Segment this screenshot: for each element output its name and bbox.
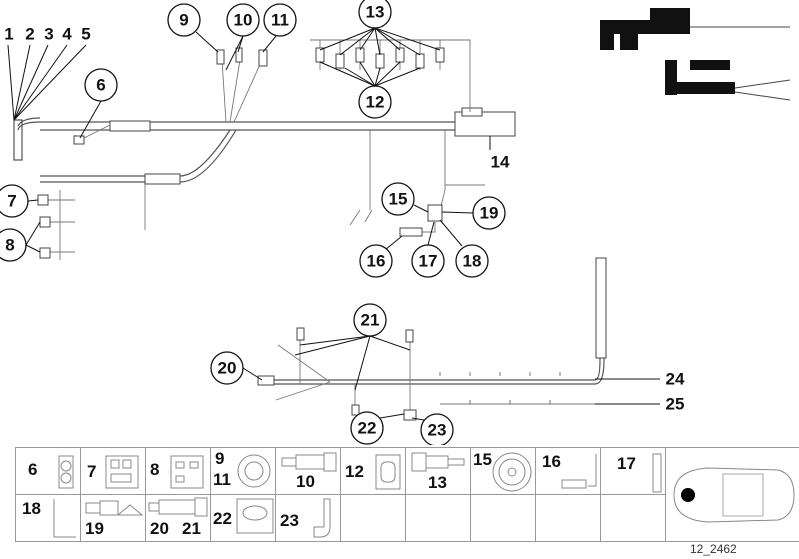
legend-cell-empty — [471, 495, 536, 542]
callout-10[interactable]: 10 — [226, 3, 260, 37]
svg-text:10: 10 — [234, 11, 253, 30]
corrugated-sleeve — [144, 173, 181, 185]
svg-text:19: 19 — [480, 204, 499, 223]
legend-cell-empty — [601, 495, 666, 542]
part-label-24: 24 — [666, 370, 685, 389]
svg-text:8: 8 — [5, 236, 14, 255]
svg-text:12: 12 — [366, 93, 385, 112]
lower-harness — [257, 257, 607, 421]
legend-cell-12[interactable]: 12 — [341, 448, 406, 495]
connector-icon — [561, 454, 597, 489]
svg-text:23: 23 — [428, 421, 447, 440]
wiring-harness-diagram: 1 2 3 4 5 14 24 25 6 7 8 9 10 11 12 13 1… — [0, 0, 791, 445]
callout-13[interactable]: 13 — [358, 0, 392, 29]
svg-text:17: 17 — [419, 252, 438, 271]
callout-8[interactable]: 8 — [0, 228, 27, 262]
part-label-4: 4 — [62, 25, 72, 44]
connector-icon — [652, 453, 662, 493]
legend-cell-23[interactable]: 23 — [276, 495, 341, 542]
bracket-icon — [53, 499, 76, 538]
connector-icon — [375, 454, 401, 490]
legend-cell-8[interactable]: 8 — [146, 448, 211, 495]
legend-cell-10[interactable]: 10 — [276, 448, 341, 495]
svg-text:7: 7 — [7, 192, 16, 211]
legend-cell-19[interactable]: 19 — [81, 495, 146, 542]
callout-6[interactable]: 6 — [84, 68, 118, 102]
corrugated-sleeve — [109, 120, 151, 132]
plug-icon — [281, 452, 337, 472]
svg-text:15: 15 — [389, 190, 408, 209]
callout-15[interactable]: 15 — [381, 182, 415, 216]
part-label-5: 5 — [81, 25, 90, 44]
elbow-connector-icon — [313, 498, 331, 538]
legend-cell-17[interactable]: 17 — [601, 448, 666, 495]
part-label-3: 3 — [44, 25, 53, 44]
callout-20[interactable]: 20 — [210, 351, 244, 385]
legend-cell-empty — [341, 495, 406, 542]
connector-icon — [236, 498, 274, 534]
sleeve-icon — [85, 500, 144, 516]
diagram-reference-number: 12_2462 — [690, 542, 737, 556]
car-top-view-icon — [673, 467, 795, 523]
svg-text:9: 9 — [179, 11, 188, 30]
leader-lines — [7, 27, 660, 421]
vehicle-location-cell — [666, 448, 799, 542]
svg-text:18: 18 — [463, 252, 482, 271]
callout-18[interactable]: 18 — [455, 244, 489, 278]
sleeve-icon — [148, 497, 208, 517]
svg-text:11: 11 — [271, 11, 289, 30]
part-label-25: 25 — [666, 395, 685, 414]
part-label-1: 1 — [4, 25, 13, 44]
callout-9[interactable]: 9 — [167, 3, 201, 37]
callout-7[interactable]: 7 — [0, 184, 29, 218]
legend-cell-6[interactable]: 6 — [16, 448, 81, 495]
part-label-2: 2 — [25, 25, 34, 44]
svg-text:13: 13 — [366, 3, 385, 22]
callout-11[interactable]: 11 — [263, 3, 297, 37]
svg-text:21: 21 — [361, 311, 380, 330]
callout-19[interactable]: 19 — [472, 196, 506, 230]
callout-21[interactable]: 21 — [353, 303, 387, 337]
connector-icon — [105, 455, 139, 489]
part-label-14: 14 — [491, 153, 510, 172]
svg-text:6: 6 — [96, 76, 105, 95]
legend-cell-empty — [406, 495, 471, 542]
legend-cell-empty — [536, 495, 601, 542]
overview-thumbnail — [600, 8, 791, 101]
callout-12[interactable]: 12 — [358, 85, 392, 119]
connector-icon — [170, 455, 204, 489]
plug-icon — [411, 452, 465, 472]
connector-icon — [58, 455, 74, 489]
legend-cell-18[interactable]: 18 — [16, 495, 81, 542]
svg-text:22: 22 — [358, 419, 377, 438]
round-connector-icon — [492, 452, 532, 492]
svg-text:20: 20 — [218, 359, 237, 378]
legend-cell-22[interactable]: 22 — [211, 495, 276, 542]
callout-23[interactable]: 23 — [420, 413, 454, 445]
legend-cell-15[interactable]: 15 — [471, 448, 536, 495]
main-harness — [13, 39, 516, 260]
round-connector-icon — [237, 454, 271, 488]
legend-cell-16[interactable]: 16 — [536, 448, 601, 495]
callout-17[interactable]: 17 — [411, 244, 445, 278]
legend-cell-7[interactable]: 7 — [81, 448, 146, 495]
callout-16[interactable]: 16 — [359, 244, 393, 278]
location-marker — [681, 488, 695, 502]
svg-text:16: 16 — [367, 252, 386, 271]
legend-cell-13[interactable]: 13 — [406, 448, 471, 495]
callout-22[interactable]: 22 — [350, 411, 384, 445]
